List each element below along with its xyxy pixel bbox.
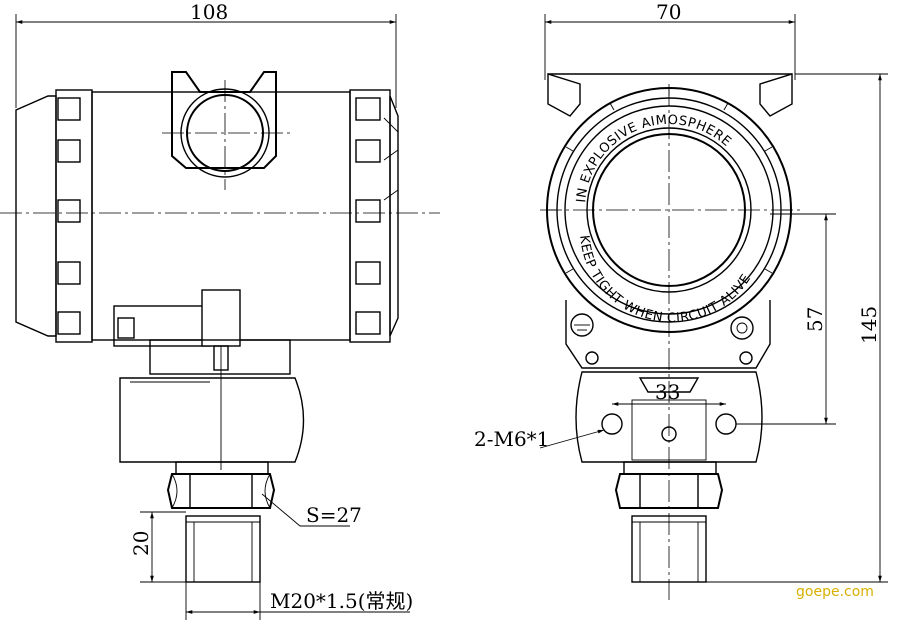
dim-front-width: 70 [656,0,681,24]
side-view [0,14,440,620]
dim-side-width: 108 [190,0,228,24]
dim-height-total: 145 [857,306,881,344]
callout-mount-holes: 2-M6*1 [474,427,549,451]
callout-hex-size: S=27 [306,503,362,527]
callout-thread-spec: M20*1.5(常规) [270,589,413,613]
dim-mount-spacing: 33 [655,380,680,404]
front-view: IN EXPLOSIVE AIMOSPHERE KEEP TIGHT WHEN … [539,14,888,600]
dim-thread-length: 20 [129,531,153,556]
dim-height-upper: 57 [803,307,827,332]
watermark: goepe.com [796,584,874,600]
ring-text-outer: IN EXPLOSIVE AIMOSPHERE [574,113,734,203]
